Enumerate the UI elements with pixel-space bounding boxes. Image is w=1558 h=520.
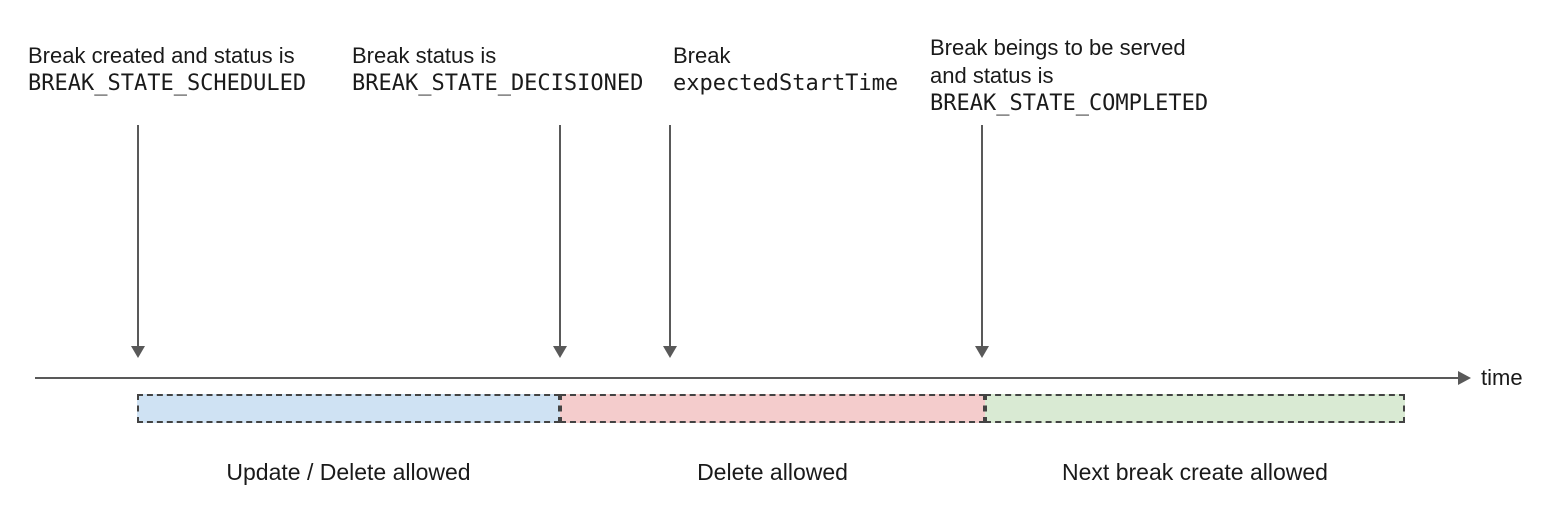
annotation-expected-start-time: Break expectedStartTime bbox=[673, 42, 898, 98]
segment-delete-allowed bbox=[560, 394, 985, 423]
arrow-shaft bbox=[981, 125, 983, 346]
annotation-text: Break created and status is bbox=[28, 43, 295, 68]
annotation-code: expectedStartTime bbox=[673, 71, 899, 96]
arrow-shaft bbox=[137, 125, 139, 346]
segment-update-delete-allowed bbox=[137, 394, 560, 423]
annotation-code: BREAK_STATE_DECISIONED bbox=[352, 71, 644, 96]
down-arrow-decisioned bbox=[553, 125, 567, 358]
down-arrow-expected-start-time bbox=[663, 125, 677, 358]
time-axis-line bbox=[35, 377, 1458, 379]
segment-label-update-delete-allowed: Update / Delete allowed bbox=[226, 459, 471, 485]
segment-label-delete-allowed: Delete allowed bbox=[697, 459, 848, 485]
annotation-text: Break bbox=[673, 43, 731, 68]
annotation-text: and status is bbox=[930, 63, 1054, 88]
annotation-code: BREAK_STATE_SCHEDULED bbox=[28, 71, 307, 96]
arrow-head-icon bbox=[553, 346, 567, 358]
arrow-shaft bbox=[559, 125, 561, 346]
down-arrow-completed bbox=[975, 125, 989, 358]
segment-label-next-break-create-allowed: Next break create allowed bbox=[1062, 459, 1328, 485]
time-axis-arrow-icon bbox=[1458, 371, 1471, 385]
arrow-head-icon bbox=[975, 346, 989, 358]
segment-next-break-create-allowed bbox=[985, 394, 1405, 423]
annotation-break-completed: Break beings to be served and status is … bbox=[930, 34, 1208, 118]
annotation-text: Break beings to be served bbox=[930, 35, 1186, 60]
arrow-head-icon bbox=[131, 346, 145, 358]
annotation-break-decisioned: Break status is BREAK_STATE_DECISIONED bbox=[352, 42, 643, 98]
time-axis-label: time bbox=[1481, 365, 1523, 390]
arrow-shaft bbox=[669, 125, 671, 346]
down-arrow-scheduled bbox=[131, 125, 145, 358]
arrow-head-icon bbox=[663, 346, 677, 358]
annotation-code: BREAK_STATE_COMPLETED bbox=[930, 91, 1209, 116]
annotation-text: Break status is bbox=[352, 43, 497, 68]
annotation-break-scheduled: Break created and status is BREAK_STATE_… bbox=[28, 42, 306, 98]
